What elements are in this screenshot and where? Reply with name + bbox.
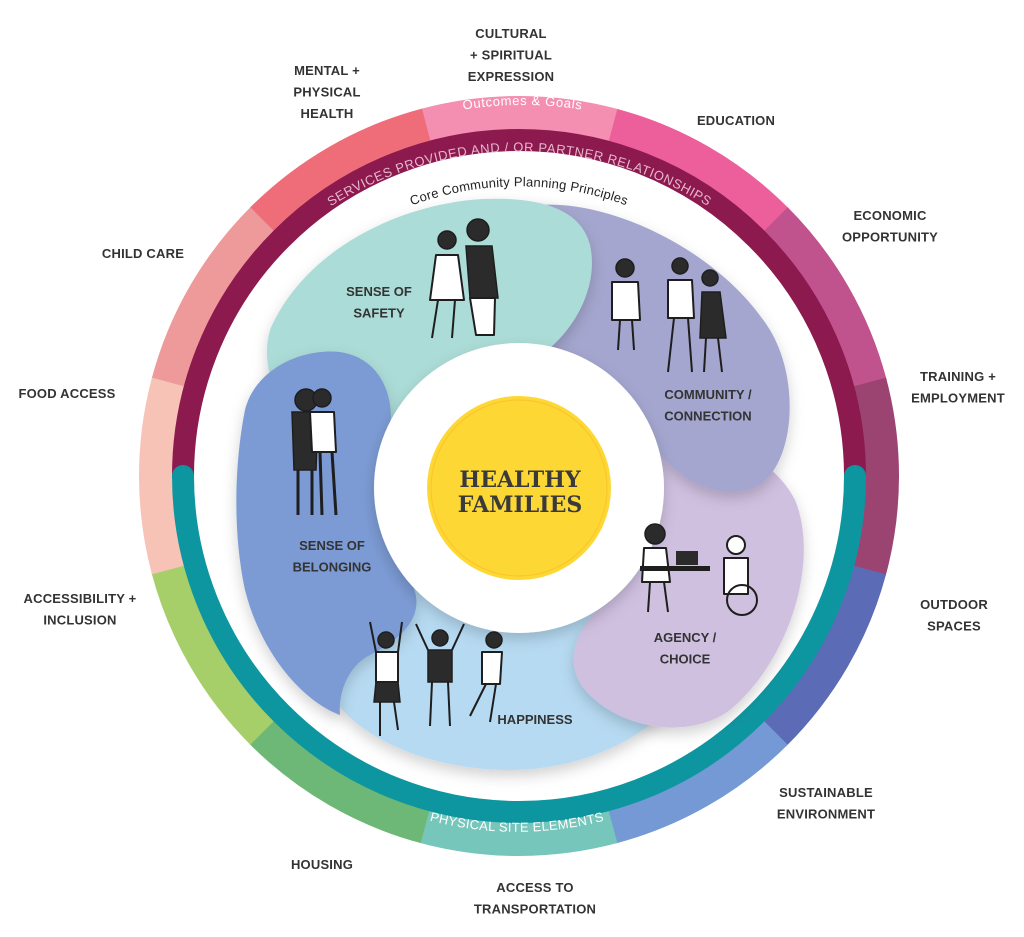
outer-label-food: FOOD ACCESS xyxy=(18,386,115,401)
inner-label-line: CHOICE xyxy=(660,652,711,667)
center-title-line2: FAMILIES xyxy=(458,492,582,518)
outcomes-label: Outcomes & Goals xyxy=(462,93,584,113)
outer-label-line: ENVIRONMENT xyxy=(777,807,875,822)
outer-segment-cultural xyxy=(420,96,619,143)
inner-label-agency: AGENCY / CHOICE xyxy=(654,630,717,667)
belonging-illustration xyxy=(291,388,338,516)
outer-label-line: OUTDOOR xyxy=(920,597,988,612)
outer-ring xyxy=(138,96,900,857)
outer-label-line: TRAINING + xyxy=(920,369,996,384)
outer-label-education: EDUCATION xyxy=(697,113,775,128)
services-ring xyxy=(172,129,866,487)
outer-label-line: EDUCATION xyxy=(697,113,775,128)
outer-segment-education xyxy=(608,108,789,233)
outer-segment-housing xyxy=(249,719,430,844)
outer-label-line: SUSTAINABLE xyxy=(779,785,873,800)
outer-label-line: MENTAL + xyxy=(294,63,360,78)
outer-label-line: CULTURAL xyxy=(475,26,546,41)
safety-illustration xyxy=(429,218,499,339)
outer-segment-childcare xyxy=(151,206,276,387)
outer-label-sustainable: SUSTAINABLE ENVIRONMENT xyxy=(777,785,875,822)
outer-label-line: EMPLOYMENT xyxy=(911,391,1005,406)
center-title-line1: HEALTHY xyxy=(459,467,580,493)
outer-label-childcare: CHILD CARE xyxy=(102,246,184,261)
outer-segment-mental xyxy=(250,108,431,232)
outer-segment-transport xyxy=(419,809,618,857)
blob-agency xyxy=(573,437,804,728)
inner-label-belonging: SENSE OF BELONGING xyxy=(293,538,372,575)
inner-label-line: SENSE OF xyxy=(346,284,412,299)
center-sun xyxy=(427,396,611,580)
outer-label-cultural: CULTURAL + SPIRITUAL EXPRESSION xyxy=(468,26,555,84)
outer-label-line: ECONOMIC xyxy=(853,208,927,223)
outer-label-line: SPACES xyxy=(927,619,981,634)
outer-label-line: HEALTH xyxy=(301,106,354,121)
outer-label-economic: ECONOMIC OPPORTUNITY xyxy=(842,208,938,245)
outer-segment-accessibility xyxy=(151,564,275,745)
inner-label-line: SAFETY xyxy=(353,306,405,321)
outer-label-transport: ACCESS TO TRANSPORTATION xyxy=(474,880,596,917)
inner-label-line: HAPPINESS xyxy=(497,712,572,727)
agency-illustration xyxy=(640,523,758,616)
outer-label-line: HOUSING xyxy=(291,857,353,872)
outer-label-accessibility: ACCESSIBILITY + INCLUSION xyxy=(24,591,137,628)
center-sun-stroke xyxy=(430,399,608,577)
inner-labels: SENSE OF SAFETY COMMUNITY / CONNECTION AGENC… xyxy=(293,284,752,727)
outer-segment-food xyxy=(138,376,186,575)
outer-label-line: TRANSPORTATION xyxy=(474,902,596,917)
outer-labels: CULTURAL + SPIRITUAL EXPRESSION EDUCATION EC… xyxy=(18,26,1004,917)
outer-label-line: ACCESSIBILITY + xyxy=(24,591,137,606)
outer-label-housing: HOUSING xyxy=(291,857,353,872)
inner-label-line: SENSE OF xyxy=(299,538,365,553)
inner-label-safety: SENSE OF SAFETY xyxy=(346,284,412,321)
outer-label-line: OPPORTUNITY xyxy=(842,230,938,245)
inner-label-community: COMMUNITY / CONNECTION xyxy=(664,387,752,424)
outer-label-line: INCLUSION xyxy=(43,613,116,628)
outer-label-outdoor: OUTDOOR SPACES xyxy=(920,597,988,634)
community-illustration xyxy=(611,257,727,373)
outer-label-line: EXPRESSION xyxy=(468,69,555,84)
inner-label-line: BELONGING xyxy=(293,560,372,575)
physical-ring xyxy=(172,465,866,823)
outer-segment-training xyxy=(852,377,900,576)
outer-segment-outdoor xyxy=(762,565,887,746)
outer-label-training: TRAINING + EMPLOYMENT xyxy=(911,369,1005,406)
outer-label-line: PHYSICAL xyxy=(293,85,360,100)
outer-segment-economic xyxy=(763,207,887,388)
outer-label-line: CHILD CARE xyxy=(102,246,184,261)
inner-label-happiness: HAPPINESS xyxy=(497,712,572,727)
inner-label-line: AGENCY / xyxy=(654,630,717,645)
outer-label-mental: MENTAL + PHYSICAL HEALTH xyxy=(293,63,360,121)
happiness-illustration xyxy=(369,621,503,736)
outer-label-line: + SPIRITUAL xyxy=(470,48,552,63)
inner-label-line: COMMUNITY / xyxy=(664,387,752,402)
outer-label-line: ACCESS TO xyxy=(496,880,573,895)
outer-label-line: FOOD ACCESS xyxy=(18,386,115,401)
outer-segment-sustainable xyxy=(607,720,788,844)
inner-label-line: CONNECTION xyxy=(664,409,751,424)
